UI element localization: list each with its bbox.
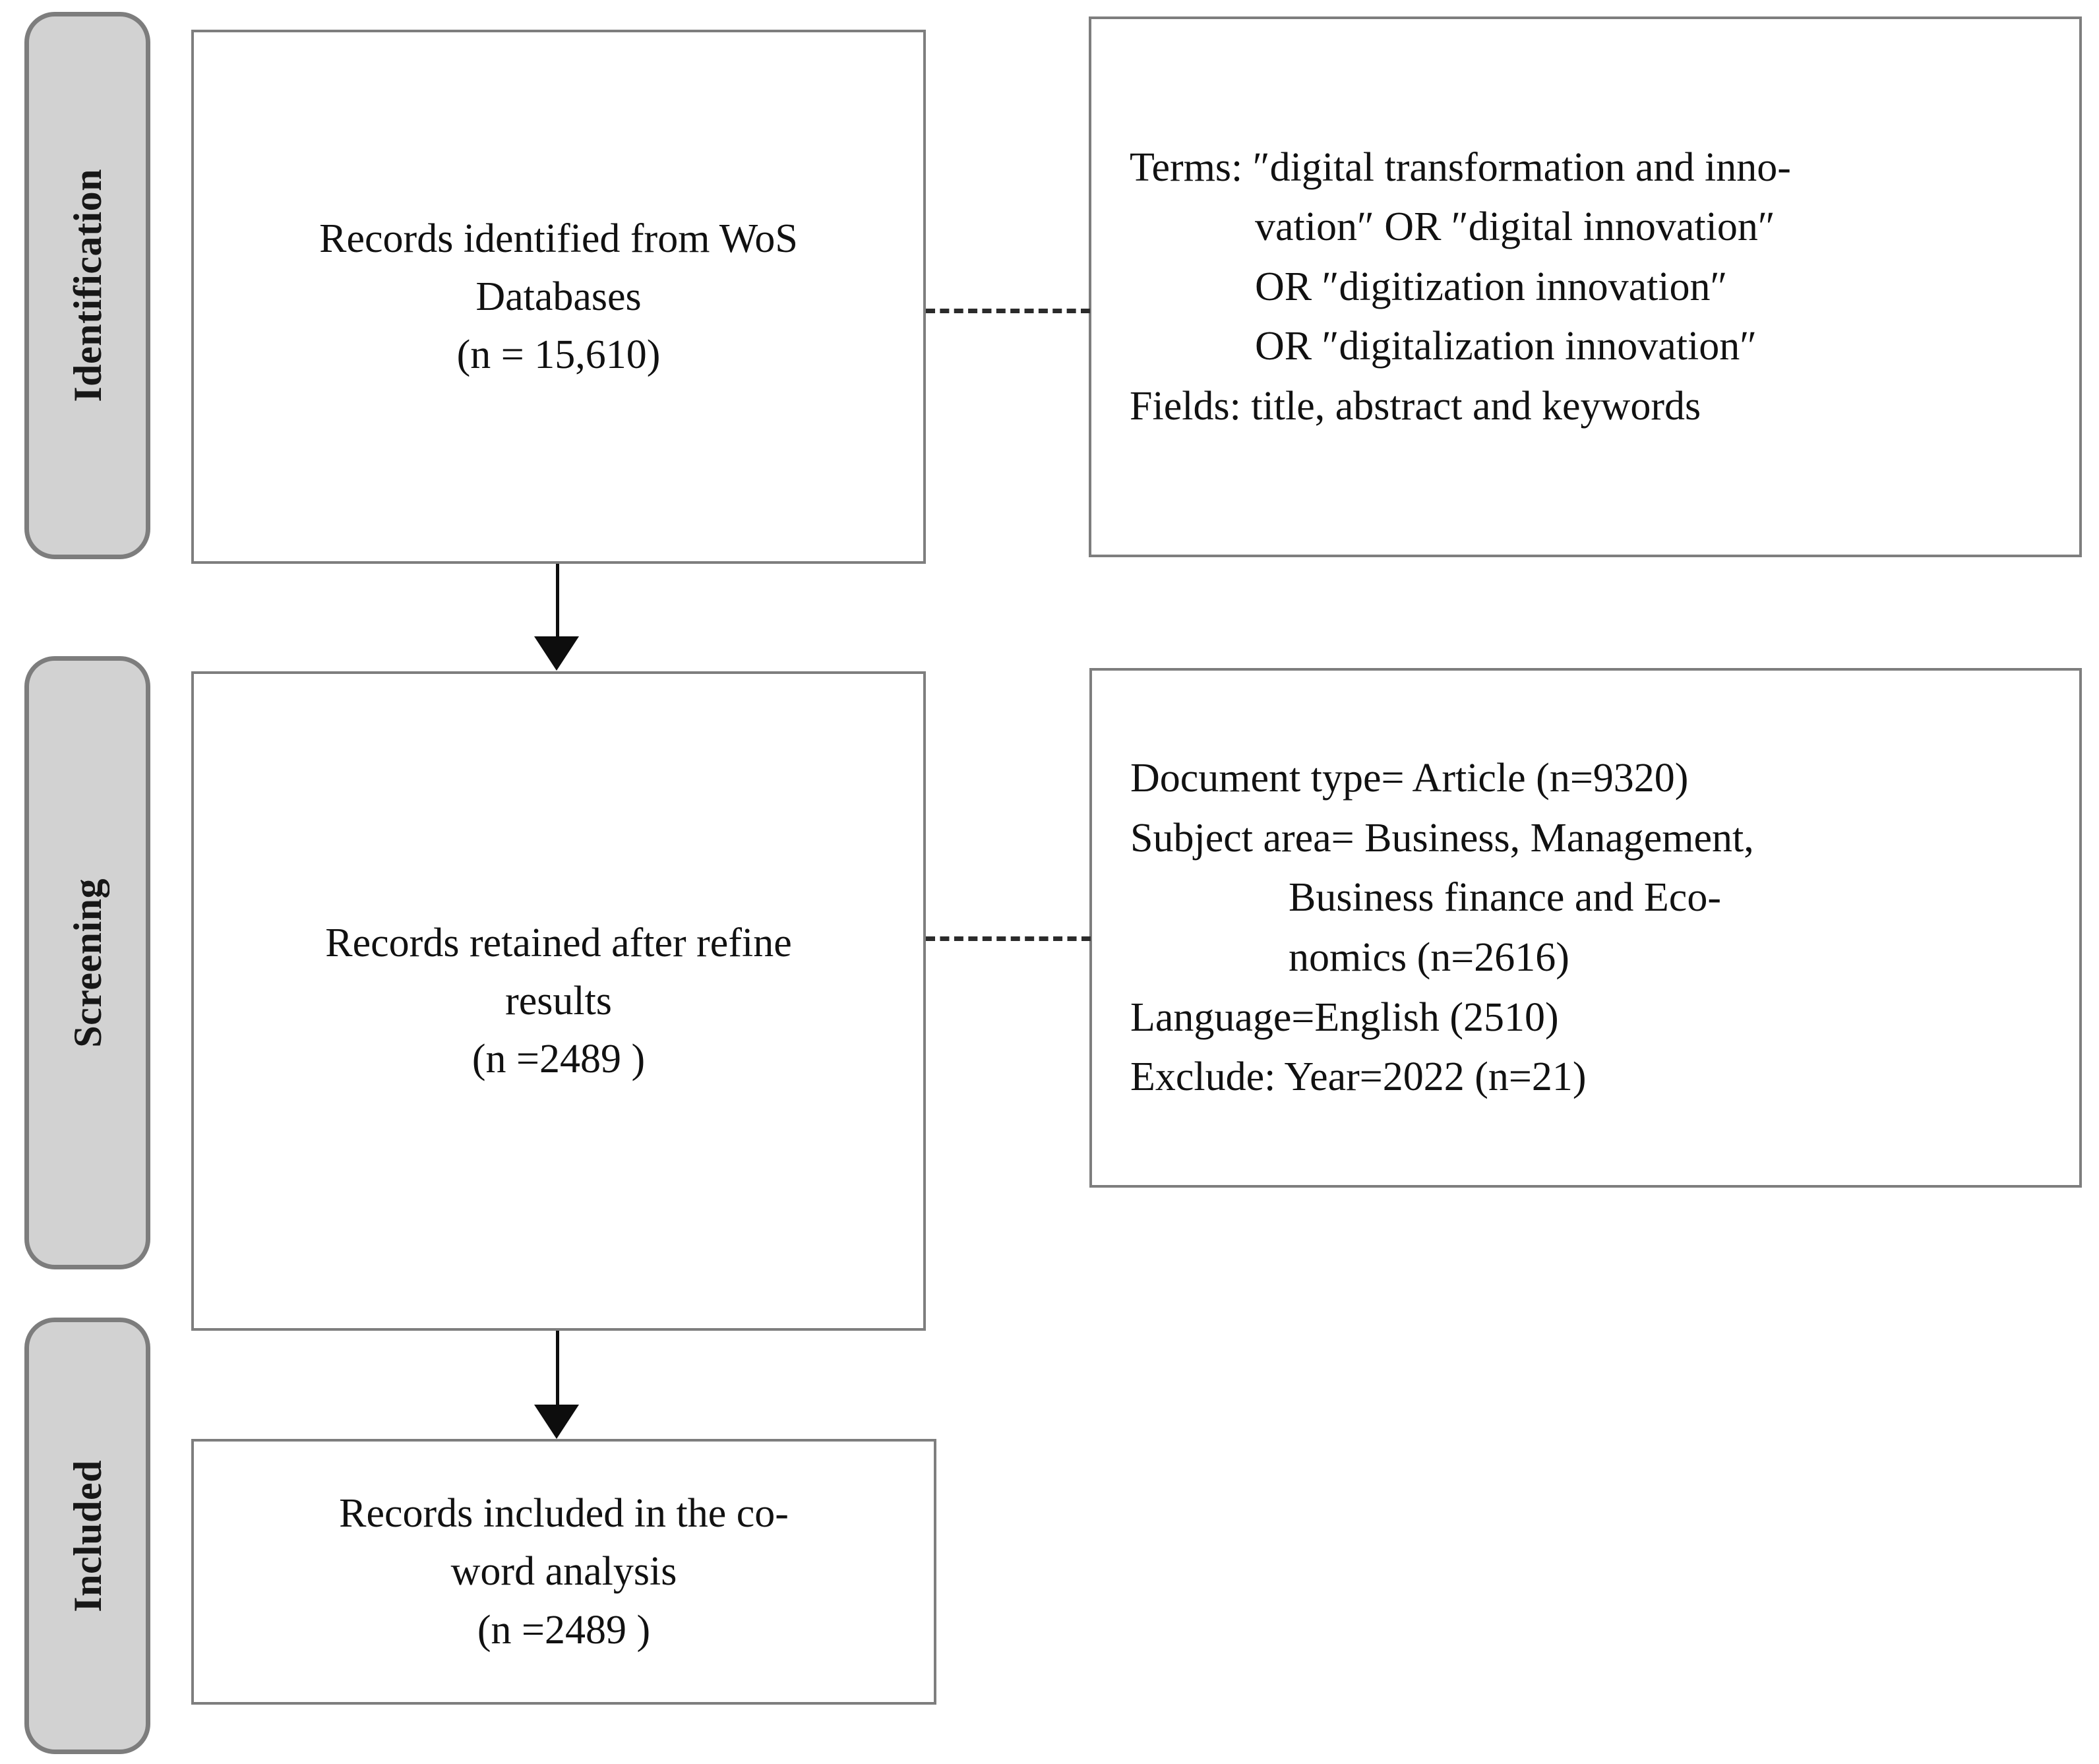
refine-criteria-line-2: Subject area= Business, Management, <box>1130 815 1754 861</box>
refine-criteria-line-6: Exclude: Year=2022 (n=21) <box>1130 1054 1587 1100</box>
stage-tab-included[interactable]: Included <box>24 1318 150 1754</box>
box-search-terms-text: Terms: ″digital transformation and inno-… <box>1091 138 2079 437</box>
box-screening-records[interactable]: Records retained after refine results (n… <box>191 671 926 1331</box>
stage-tab-identification-label: Identification <box>65 169 109 402</box>
search-terms-line-2: vation″ OR ″digital innovation″ <box>1255 204 1775 250</box>
included-records-line-2: word analysis <box>450 1549 677 1595</box>
box-refine-criteria[interactable]: Document type= Article (n=9320) Subject … <box>1089 668 2082 1188</box>
screening-records-line-1: Records retained after refine <box>325 920 792 965</box>
box-refine-criteria-text: Document type= Article (n=9320) Subject … <box>1092 748 2079 1107</box>
box-included-records[interactable]: Records included in the co- word analysi… <box>191 1439 936 1705</box>
included-records-line-3: (n =2489 ) <box>477 1607 651 1653</box>
search-terms-line-5: Fields: title, abstract and keywords <box>1130 383 1701 429</box>
box-identification-records[interactable]: Records identified from WoS Databases (n… <box>191 30 926 564</box>
box-identification-records-text: Records identified from WoS Databases (n… <box>245 210 872 384</box>
refine-criteria-line-5: Language=English (2510) <box>1130 994 1559 1040</box>
identification-records-line-2: Databases <box>475 274 642 319</box>
search-terms-line-1: Terms: ″digital transformation and inno- <box>1130 144 1791 190</box>
box-screening-records-text: Records retained after refine results (n… <box>245 914 872 1088</box>
search-terms-line-3: OR ″digitization innovation″ <box>1255 264 1728 309</box>
stage-tab-screening[interactable]: Screening <box>24 656 150 1269</box>
screening-records-line-3: (n =2489 ) <box>472 1037 646 1082</box>
refine-criteria-line-3: Business finance and Eco- <box>1289 875 1721 921</box>
stage-tab-screening-label: Screening <box>65 878 109 1048</box>
stage-tab-included-label: Included <box>65 1459 109 1612</box>
arrow-screening-to-included-head <box>534 1405 579 1439</box>
dashed-connector-identification-to-terms <box>926 309 1090 313</box>
refine-criteria-line-1: Document type= Article (n=9320) <box>1130 756 1689 801</box>
dashed-connector-screening-to-criteria <box>926 936 1091 941</box>
arrow-identification-to-screening-line <box>556 564 559 642</box>
box-search-terms[interactable]: Terms: ″digital transformation and inno-… <box>1089 16 2082 557</box>
identification-records-line-1: Records identified from WoS <box>319 216 798 261</box>
arrow-identification-to-screening-head <box>534 636 579 671</box>
box-included-records-text: Records included in the co- word analysi… <box>246 1484 882 1658</box>
screening-records-line-2: results <box>505 978 612 1023</box>
search-terms-line-4: OR ″digitalization innovation″ <box>1255 324 1757 369</box>
refine-criteria-line-4: nomics (n=2616) <box>1289 935 1569 980</box>
included-records-line-1: Records included in the co- <box>339 1491 789 1536</box>
identification-records-line-3: (n = 15,610) <box>456 332 661 378</box>
arrow-screening-to-included-line <box>556 1331 559 1411</box>
stage-tab-identification[interactable]: Identification <box>24 12 150 559</box>
